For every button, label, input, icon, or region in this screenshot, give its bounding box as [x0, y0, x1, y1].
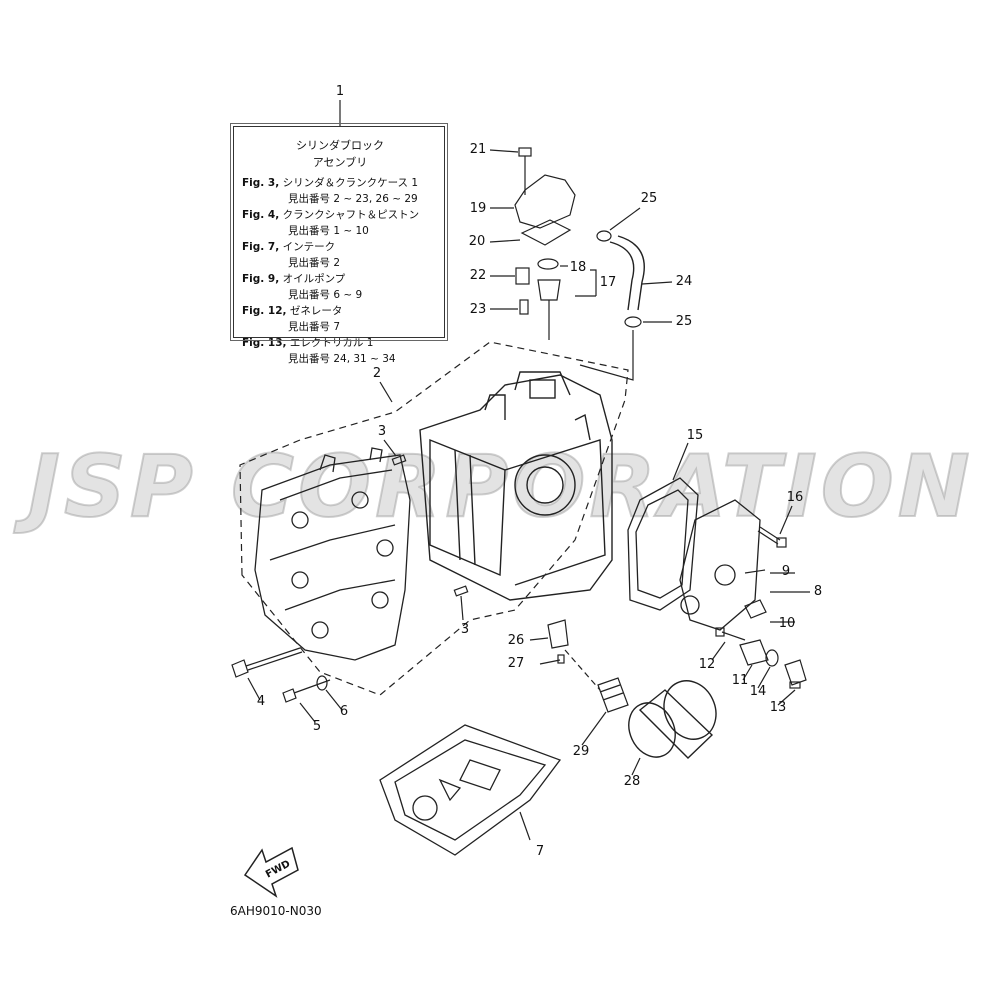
- bolt-16: [757, 526, 787, 548]
- fig-ref-sub: 見出番号 7: [288, 321, 341, 333]
- fig-ref-sub: 見出番号 2: [288, 257, 341, 269]
- part-number-20: 20: [468, 234, 486, 249]
- part-number-11: 11: [731, 673, 749, 688]
- part-number-6: 6: [339, 704, 349, 719]
- part-number-19: 19: [469, 201, 487, 216]
- bolt-12: [715, 627, 746, 641]
- bolt-23: [519, 299, 529, 315]
- spacer-11: [739, 639, 769, 666]
- part-number-17: 17: [599, 275, 617, 290]
- cover-8: [679, 499, 761, 631]
- fig-ref: Fig. 3, シリンダ＆クランクケース 1: [242, 177, 419, 189]
- bracket-26: [547, 619, 569, 649]
- thermostat-17: [537, 279, 561, 301]
- part-number-15: 15: [686, 428, 704, 443]
- part-number-3-lower: 3: [460, 622, 470, 637]
- clamp-25-upper: [596, 230, 612, 242]
- part-number-9: 9: [781, 564, 791, 579]
- part-number-8: 8: [813, 584, 823, 599]
- part-number-3-upper: 3: [377, 424, 387, 439]
- part-number-2: 2: [372, 366, 382, 381]
- callout-title-line2: アセンブリ: [312, 156, 368, 169]
- part-number-4: 4: [256, 694, 266, 709]
- oil-filter-28: [628, 680, 717, 759]
- collar-22: [515, 267, 530, 285]
- crankcase: [254, 447, 411, 661]
- part-number-28: 28: [623, 774, 641, 789]
- part-number-1: 1: [335, 84, 345, 99]
- gasket-7: [379, 724, 562, 856]
- plug-13: [784, 659, 807, 689]
- part-number-13: 13: [769, 700, 787, 715]
- bolt-5: [282, 679, 331, 703]
- fig-ref: Fig. 7, インテーク: [242, 241, 336, 253]
- part-number-26: 26: [507, 633, 525, 648]
- washer-6: [316, 675, 328, 691]
- dowel-pin-upper: [391, 454, 407, 466]
- part-number-7: 7: [535, 844, 545, 859]
- seal-18: [537, 258, 559, 270]
- clamp-25-lower: [624, 316, 642, 328]
- bolt-4: [231, 647, 303, 678]
- part-number-24: 24: [675, 274, 693, 289]
- part-number-21: 21: [469, 142, 487, 157]
- fig-ref: Fig. 4, クランクシャフト＆ピストン: [242, 209, 420, 221]
- fig-ref: Fig. 9, オイルポンプ: [242, 273, 346, 285]
- fig-ref-sub: 見出番号 24, 31 ~ 34: [288, 353, 396, 365]
- o-ring-14: [765, 649, 779, 667]
- part-number-27: 27: [507, 656, 525, 671]
- diagram-code: 6AH9010-N030: [230, 904, 322, 918]
- part-number-12: 12: [698, 657, 716, 672]
- thermostat-cover-19: [514, 174, 576, 229]
- part-number-10: 10: [778, 616, 796, 631]
- dowel-pin-lower: [453, 585, 469, 597]
- fig-ref-sub: 見出番号 2 ~ 23, 26 ~ 29: [288, 193, 418, 205]
- cylinder-block: [419, 371, 613, 601]
- fig-ref-sub: 見出番号 1 ~ 10: [288, 225, 369, 237]
- part-number-14: 14: [749, 684, 767, 699]
- gasket-15: [627, 477, 699, 611]
- fig-ref: Fig. 13, エレクトリカル 1: [242, 337, 374, 349]
- callout-title-line1: シリンダブロック: [296, 139, 384, 152]
- part-number-25-lower: 25: [675, 314, 693, 329]
- part-number-23: 23: [469, 302, 487, 317]
- fitting-10: [744, 599, 767, 619]
- hose-24: [609, 235, 645, 311]
- fitting-9: [744, 569, 766, 574]
- part-number-22: 22: [469, 268, 487, 283]
- part-number-5: 5: [312, 719, 322, 734]
- bolt-21: [518, 147, 532, 195]
- part-number-16: 16: [786, 490, 804, 505]
- part-number-29: 29: [572, 744, 590, 759]
- part-number-25-upper: 25: [640, 191, 658, 206]
- fitting-29: [597, 677, 629, 713]
- fwd-arrow: [243, 846, 299, 898]
- gasket-20: [520, 219, 572, 246]
- screw-27: [539, 654, 565, 665]
- watermark: JSP CORPORATION: [27, 437, 974, 537]
- fig-ref: Fig. 12, ゼネレータ: [242, 305, 343, 317]
- leader-2: [379, 381, 393, 403]
- assembly-callout-box: シリンダブロック アセンブリ Fig. 3, シリンダ＆クランクケース 1 見出…: [230, 123, 448, 365]
- part-number-18: 18: [569, 260, 587, 275]
- fig-ref-sub: 見出番号 6 ~ 9: [288, 289, 363, 301]
